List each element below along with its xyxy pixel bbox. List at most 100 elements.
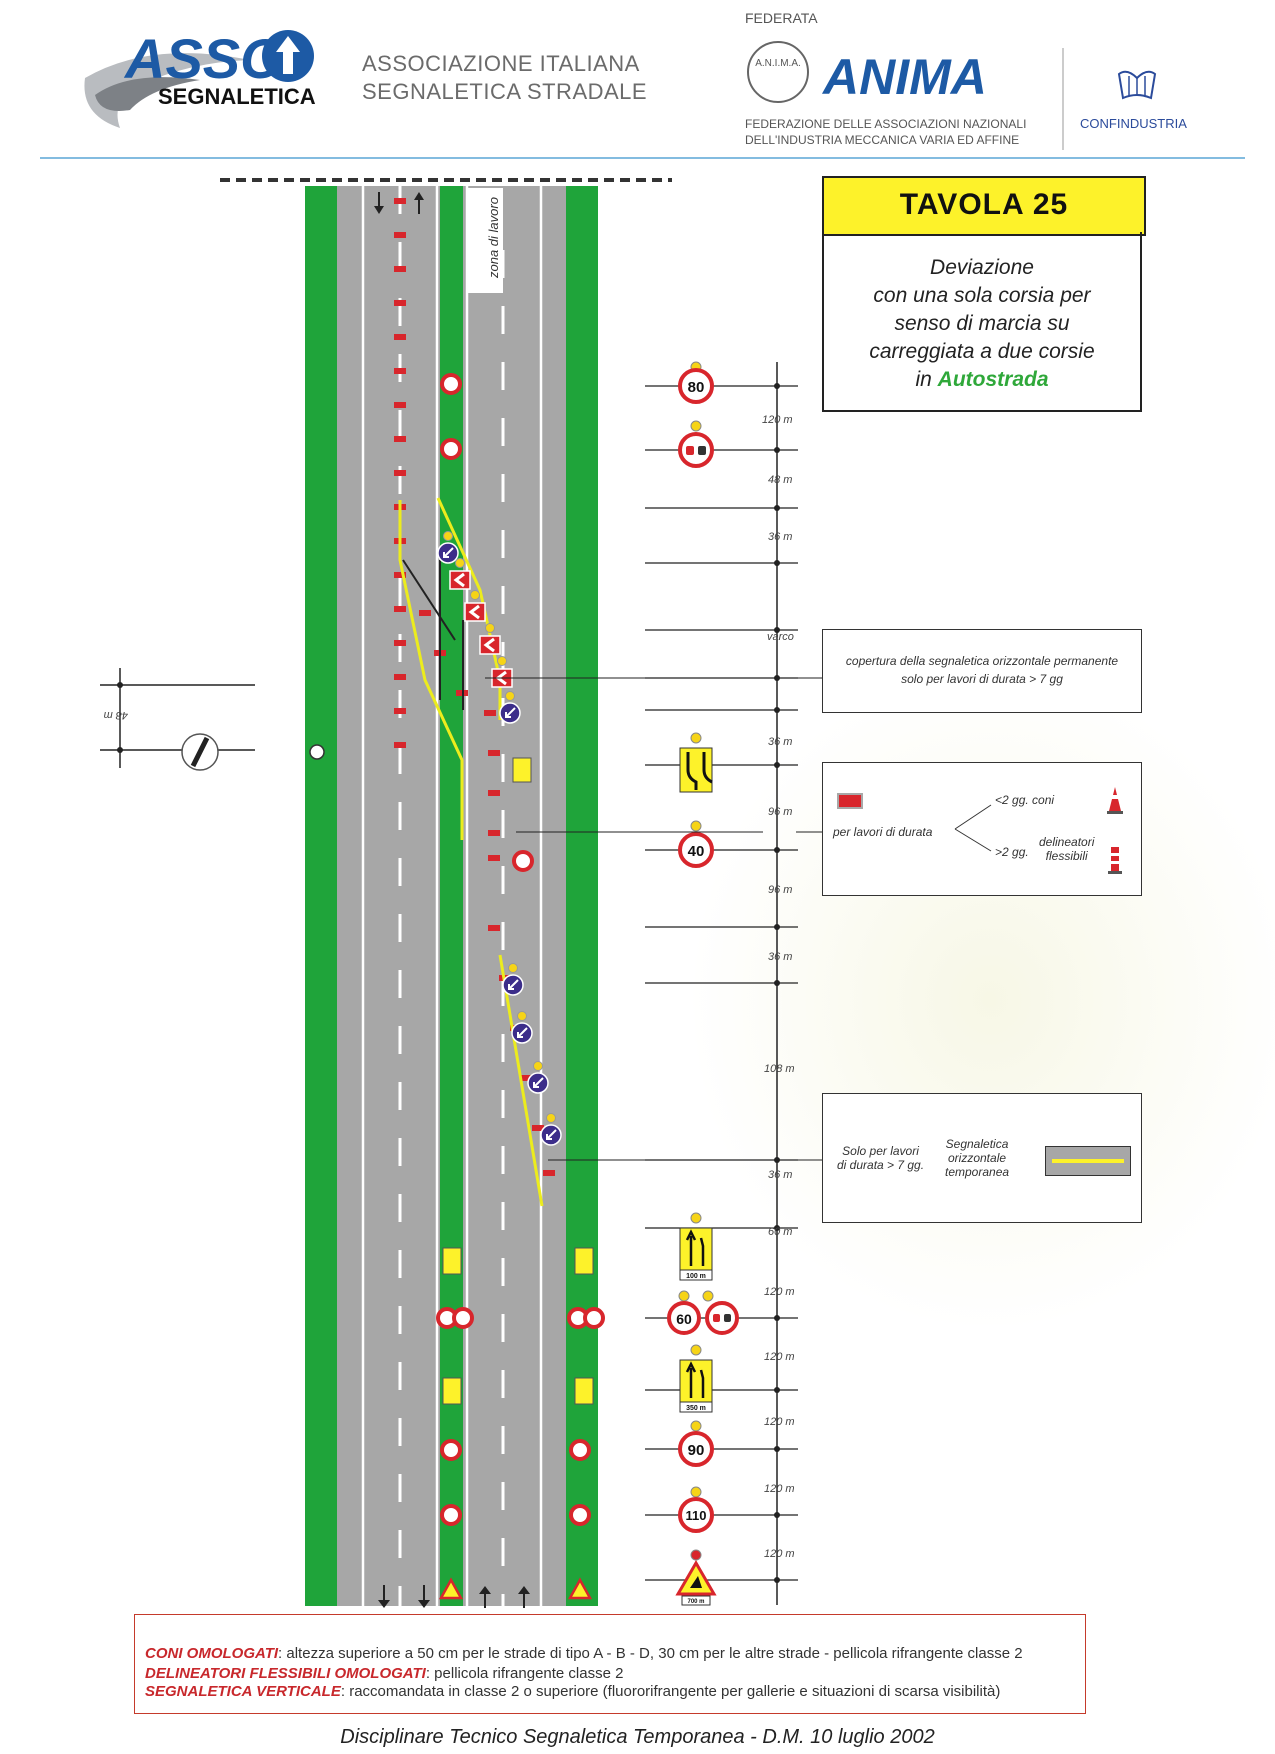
note-cover-marking: copertura della segnaletica orizzontale … [822, 629, 1142, 713]
right-verge [566, 186, 598, 1606]
cone-marker [543, 1170, 555, 1176]
temp-marking-3 [498, 954, 544, 1207]
speed-limit-90-icon [678, 1431, 714, 1467]
svg-text:90: 90 [688, 1442, 705, 1459]
cone-marker [488, 830, 500, 836]
carriageway-left [337, 186, 440, 1606]
svg-text:120 m: 120 m [764, 1483, 795, 1495]
arrow-down-icon [374, 192, 384, 214]
svg-text:120 m: 120 m [762, 414, 793, 426]
note-duration: per lavori di durata <2 gg. coni >2 gg. … [822, 762, 1142, 896]
cone-marker [394, 674, 406, 680]
warning-lamp-icon [497, 656, 507, 666]
cone-marker [521, 1075, 533, 1081]
no-entry-ring-icon [440, 1504, 462, 1526]
flexible-delineator-icon [1111, 847, 1119, 871]
lane-panel [512, 757, 532, 783]
autostrada-label: Autostrada [937, 368, 1049, 391]
cone-marker-icon [837, 793, 863, 809]
svg-text:108 m: 108 m [764, 1063, 795, 1075]
confindustria-eagle-icon [1117, 70, 1157, 100]
warning-lamp-icon [485, 623, 495, 633]
direction-arrows [374, 192, 530, 1608]
chevron-sign-icon [449, 570, 471, 590]
cone-delineator-icons [1107, 787, 1123, 874]
warning-lamp-icon [505, 691, 515, 701]
roadworks-sign-icon [675, 1560, 717, 1596]
svg-text:36 m: 36 m [768, 736, 792, 748]
arrow-up-icon [479, 1586, 491, 1608]
temp-marking-2 [436, 497, 502, 720]
svg-text:700 m: 700 m [687, 1599, 704, 1605]
cone-marker [394, 368, 406, 374]
cone-marker [419, 610, 431, 616]
no-entry-ring-icon [452, 1307, 474, 1329]
lane-reduction-sign-icon [679, 1359, 713, 1403]
svg-text:36 m: 36 m [768, 1169, 792, 1181]
svg-text:350 m: 350 m [686, 1405, 706, 1412]
cone-marker [488, 750, 500, 756]
cone-marker [394, 300, 406, 306]
svg-text:60: 60 [676, 1311, 692, 1327]
warning-lamp-icon [470, 590, 480, 600]
svg-text:120 m: 120 m [764, 1548, 795, 1560]
confindustria-label: CONFINDUSTRIA [1080, 116, 1187, 131]
cone-marker [394, 742, 406, 748]
no-overtaking-icon [705, 1301, 739, 1335]
footer-title: Disciplinare Tecnico Segnaletica Tempora… [340, 1726, 935, 1748]
branch-lines [954, 804, 992, 852]
cone-marker [394, 640, 406, 646]
left-verge [305, 186, 337, 1606]
lane-panel [442, 1247, 462, 1275]
road-signs-median [436, 373, 605, 1600]
arrow-up-icon [276, 36, 300, 74]
chevron-signs [449, 570, 513, 688]
cone-marker [394, 402, 406, 408]
no-entry-ring-icon [512, 850, 534, 872]
warning-triangle-icon [438, 1577, 464, 1600]
lane-panel [442, 1377, 462, 1405]
svg-text:36 m: 36 m [768, 951, 792, 963]
cone-marker [394, 334, 406, 340]
cone-marker [488, 925, 500, 931]
footer-coni: CONI OMOLOGATI: altezza superiore a 50 c… [145, 1645, 1023, 1662]
cone-marker [394, 470, 406, 476]
warning-triangle-icon [567, 1577, 593, 1600]
chevron-sign-icon [479, 635, 501, 655]
speed-limit-40-icon [678, 832, 714, 868]
footer-notes-box: CONI OMOLOGATI: altezza superiore a 50 c… [134, 1614, 1086, 1714]
svg-text:96 m: 96 m [768, 806, 792, 818]
svg-text:120 m: 120 m [764, 1351, 795, 1363]
asso-logo-text: ASSO [123, 27, 284, 90]
arrow-down-icon [378, 1585, 390, 1608]
warning-lamp-icon [546, 1113, 556, 1123]
cone-marker [394, 232, 406, 238]
cone-marker [484, 710, 496, 716]
no-entry-ring-icon [440, 438, 462, 460]
chevron-sign-icon [464, 602, 486, 622]
asso-sub-text: SEGNALETICA [158, 84, 316, 109]
arrow-up-icon [518, 1586, 530, 1608]
no-entry-ring-icon [440, 373, 462, 395]
work-zone-area [467, 188, 503, 293]
warning-lamp-icon [455, 558, 465, 568]
svg-text:120 m: 120 m [764, 1416, 795, 1428]
tavola-description: Deviazione con una sola corsia per senso… [869, 256, 1095, 391]
tavola-title: TAVOLA 25 [899, 188, 1069, 221]
verge-marker [309, 744, 325, 760]
cone-marker [394, 198, 406, 204]
association-name: ASSOCIAZIONE ITALIANA SEGNALETICA STRADA… [362, 51, 648, 104]
temporary-marking-icon [1045, 1146, 1131, 1176]
warning-lamp-icon [517, 1011, 527, 1021]
warning-lamp-icon [443, 531, 453, 541]
carriageway-right [463, 186, 566, 1606]
temp-marking-1 [398, 500, 464, 840]
svg-text:36 m: 36 m [768, 531, 792, 543]
svg-text:96 m: 96 m [768, 884, 792, 896]
vertical-signs: 80 40 100 m 60 350 m 90 [667, 361, 739, 1606]
svg-text:48 m: 48 m [768, 474, 792, 486]
footer-segnaletica: SEGNALETICA VERTICALE: raccomandata in c… [145, 1683, 1001, 1700]
anima-badge-text: A.N.I.M.A. [755, 58, 801, 69]
cone-marker [394, 572, 406, 578]
cone-marker [394, 266, 406, 272]
